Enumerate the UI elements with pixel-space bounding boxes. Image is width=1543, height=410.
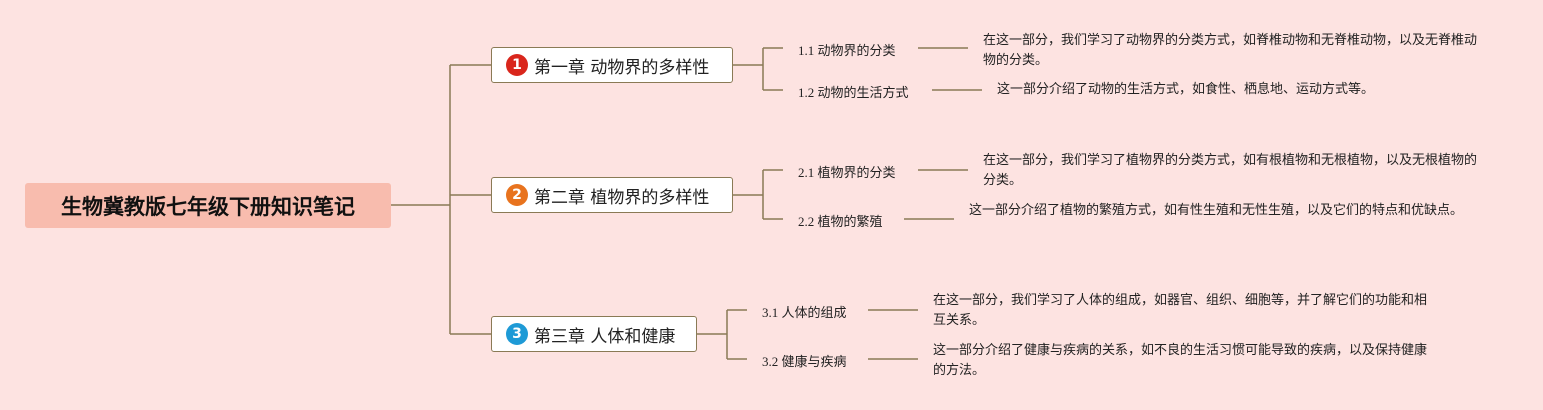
connector-ch3-fork xyxy=(697,309,747,360)
section-3-2[interactable]: 3.2 健康与疾病 xyxy=(762,354,847,369)
section-1-1[interactable]: 1.1 动物界的分类 xyxy=(798,43,896,58)
section-2-1[interactable]: 2.1 植物界的分类 xyxy=(798,165,896,180)
connector-ch1-fork xyxy=(733,47,783,91)
root-topic[interactable]: 生物冀教版七年级下册知识笔记 xyxy=(25,183,391,228)
section-1-1-desc: 在这一部分，我们学习了动物界的分类方式，如脊椎动物和无脊椎动物，以及无脊椎动物的… xyxy=(983,33,1478,68)
root-title: 生物冀教版七年级下册知识笔记 xyxy=(61,194,355,219)
section-1-2[interactable]: 1.2 动物的生活方式 xyxy=(798,85,909,100)
connector-ch2-fork xyxy=(733,169,783,220)
number-1-badge-icon: 1 xyxy=(506,54,528,76)
section-3-1-desc: 在这一部分，我们学习了人体的组成，如器官、组织、细胞等，并了解它们的功能和相互关… xyxy=(933,293,1428,328)
chapter-2-node[interactable]: 2 第二章 植物界的多样性 xyxy=(491,177,733,213)
section-3-1[interactable]: 3.1 人体的组成 xyxy=(762,305,847,320)
chapter-3-title: 第三章 人体和健康 xyxy=(534,326,676,347)
chapter-2-title: 第二章 植物界的多样性 xyxy=(534,187,710,208)
section-1-2-desc: 这一部分介绍了动物的生活方式，如食性、栖息地、运动方式等。 xyxy=(997,82,1375,97)
number-2-badge-icon: 2 xyxy=(506,184,528,206)
section-2-1-desc: 在这一部分，我们学习了植物界的分类方式，如有根植物和无根植物，以及无根植物的分类… xyxy=(983,153,1478,188)
section-2-2[interactable]: 2.2 植物的繁殖 xyxy=(798,214,883,229)
chapter-1-node[interactable]: 1 第一章 动物界的多样性 xyxy=(491,47,733,83)
chapter-3-node[interactable]: 3 第三章 人体和健康 xyxy=(491,316,697,352)
number-3-badge-icon: 3 xyxy=(506,323,528,345)
section-2-2-desc: 这一部分介绍了植物的繁殖方式，如有性生殖和无性生殖，以及它们的特点和优缺点。 xyxy=(969,203,1464,218)
chapter-1-title: 第一章 动物界的多样性 xyxy=(534,57,710,78)
section-3-2-desc: 这一部分介绍了健康与疾病的关系，如不良的生活习惯可能导致的疾病，以及保持健康的方… xyxy=(933,343,1428,378)
